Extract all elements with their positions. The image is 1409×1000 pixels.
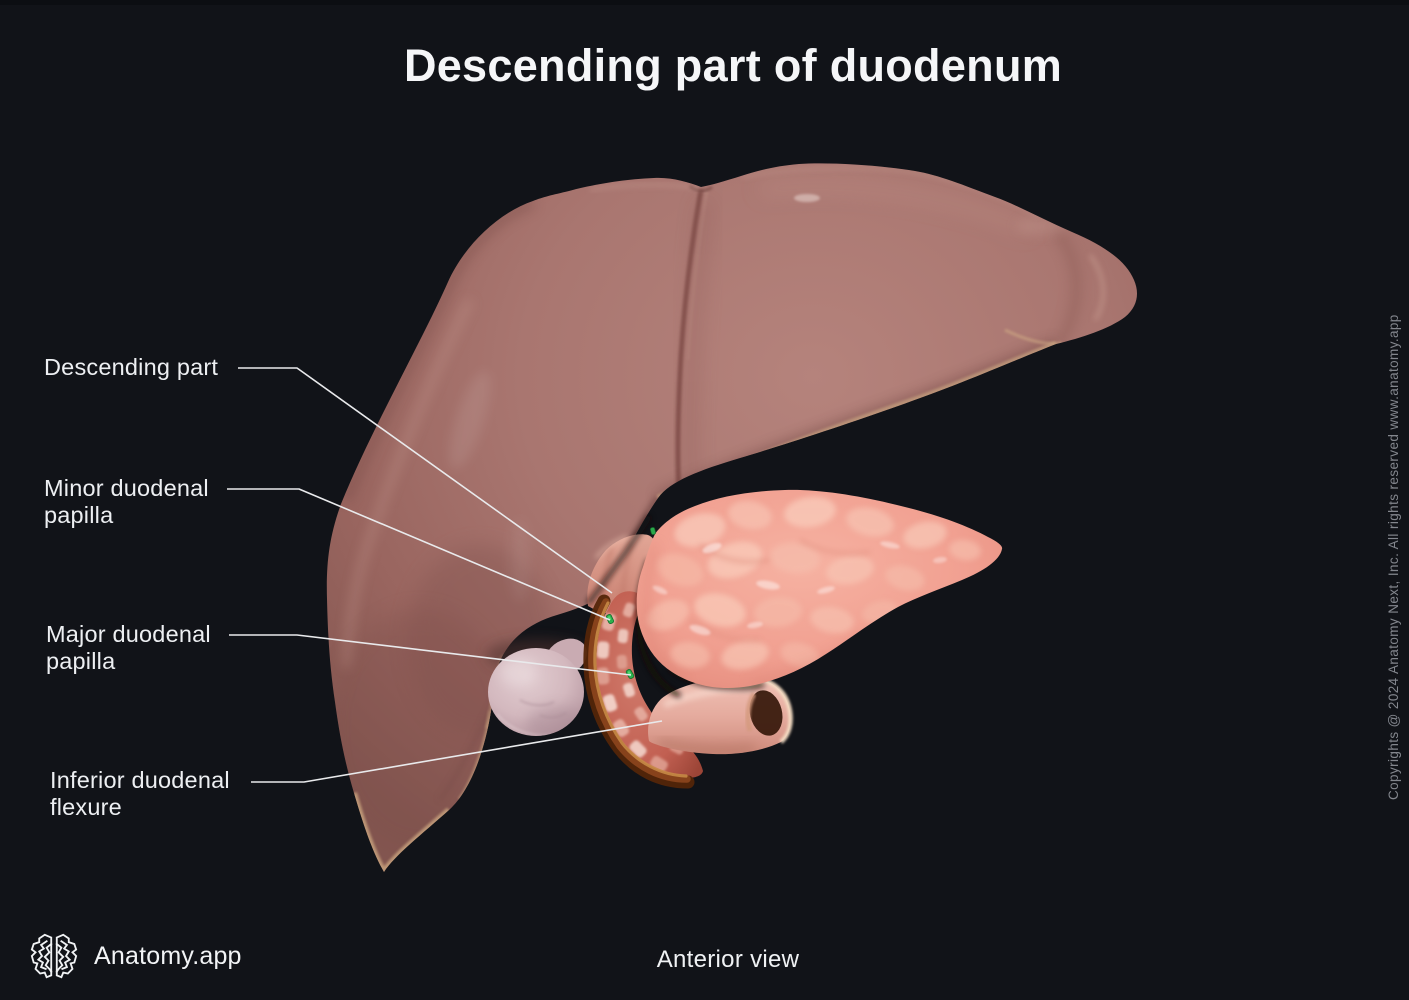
brand-name: Anatomy.app <box>94 941 242 970</box>
horizontal-part-lumen <box>749 690 783 736</box>
pancreas <box>636 489 1003 689</box>
page-title: Descending part of duodenum <box>403 40 1063 91</box>
top-edge-shade <box>0 0 1409 5</box>
accessory-marker <box>650 527 656 535</box>
brand[interactable]: Anatomy.app <box>29 932 242 980</box>
view-label: Anterior view <box>656 946 800 973</box>
horizontal-part-cut-edge <box>757 676 793 744</box>
copyright-text: Copyrights @ 2024 Anatomy Next, Inc. All… <box>1386 314 1401 800</box>
liver-outline <box>326 163 1137 873</box>
brain-logo-icon <box>30 933 78 979</box>
